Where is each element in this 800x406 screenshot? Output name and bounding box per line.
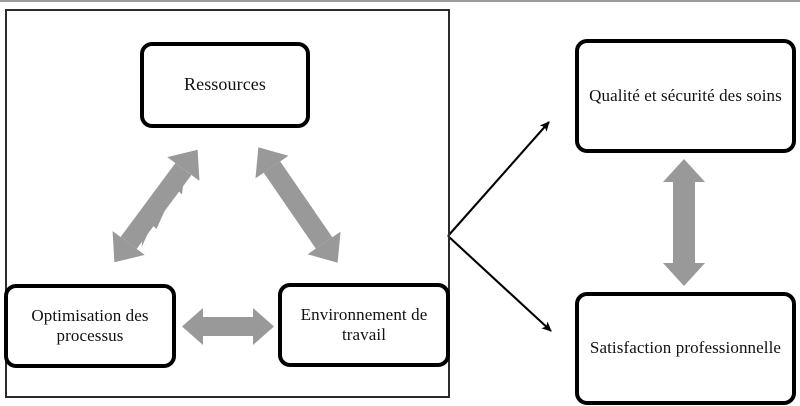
- connector-qualite-satisfaction: [663, 159, 705, 286]
- node-environnement-de-travail-label: Environnement de travail: [300, 304, 428, 344]
- node-satisfaction-professionnelle[interactable]: Satisfaction professionnelle: [575, 292, 796, 405]
- connector-ressources-optimisation: [112, 149, 200, 263]
- node-qualite-et-securite-des-soins-label: Qualité et sécurité des soins: [589, 85, 782, 105]
- left-cluster-frame: [5, 9, 450, 398]
- connector-ressources-environnement: [255, 147, 341, 263]
- node-ressources-label: Ressources: [184, 74, 266, 95]
- node-optimisation-des-processus[interactable]: Optimisation des processus: [4, 284, 176, 368]
- node-ressources[interactable]: Ressources: [140, 42, 310, 128]
- node-qualite-et-securite-des-soins[interactable]: Qualité et sécurité des soins: [575, 39, 796, 153]
- connector-optimisation-environnement: [182, 308, 274, 345]
- connector-cluster-to-qualite: [447, 121, 550, 237]
- connector-cluster-to-satisfaction: [447, 235, 552, 332]
- node-optimisation-des-processus-label: Optimisation des processus: [31, 305, 149, 345]
- node-environnement-de-travail[interactable]: Environnement de travail: [278, 283, 450, 367]
- node-satisfaction-professionnelle-label: Satisfaction professionnelle: [589, 338, 782, 358]
